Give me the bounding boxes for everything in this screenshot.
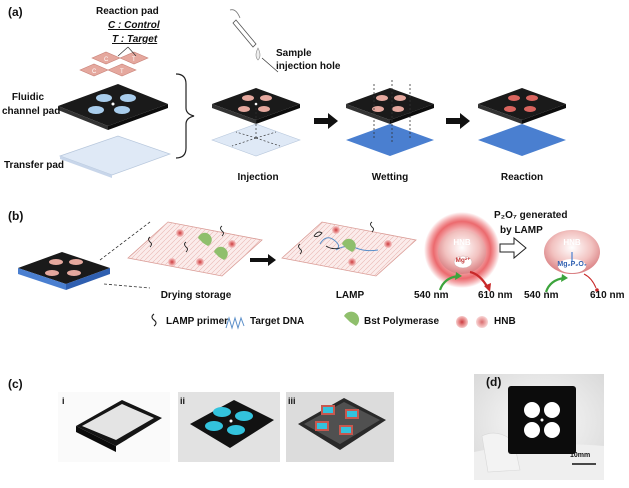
legend-hnb: HNB: [494, 316, 516, 327]
well-label-t1: T: [132, 57, 136, 63]
reaction-device: [478, 88, 566, 156]
step-wetting: Wetting: [371, 172, 409, 183]
sample-label-2: injection hole: [276, 61, 341, 72]
panel-label-b: (b): [8, 209, 24, 223]
transfer-pad-label: Transfer pad: [4, 160, 65, 171]
scale-label: 10mm: [570, 452, 591, 459]
photo-c-iii: [286, 392, 394, 462]
stacked-device-b: [18, 252, 110, 290]
mg-ion-label: Mg²⁺: [455, 257, 471, 264]
photo-c-ii: [178, 392, 280, 462]
well-label-c1: C: [104, 57, 109, 63]
step-reaction: Reaction: [500, 172, 544, 183]
control-legend: C : Control: [108, 20, 160, 31]
photo-label-ii: ii: [180, 396, 186, 406]
hnb-label-2: HNB: [563, 238, 581, 247]
lamp-primer-icon: [151, 313, 157, 327]
sample-label-1: Sample: [276, 48, 312, 59]
brace: [175, 73, 195, 159]
arrow-right-icon: [446, 113, 470, 129]
drying-storage-label: Drying storage: [160, 290, 232, 301]
fluidic-label-1: Fluidic: [11, 92, 45, 103]
hnb-icon-2: [476, 316, 488, 328]
photo-label-i: i: [62, 396, 65, 406]
well-label-c2: C: [92, 69, 97, 75]
by-lamp-label: by LAMP: [500, 225, 543, 236]
arrow-right-icon: [314, 113, 338, 129]
panel-label-d: (d): [486, 375, 502, 389]
dropper-icon: [229, 9, 261, 61]
mg-pyro-label: Mg₂P₂O₇: [557, 261, 587, 268]
legend-bst: Bst Polymerase: [364, 316, 440, 327]
panel-label-c: (c): [8, 377, 23, 391]
hnb-glow: [424, 212, 500, 292]
fluidic-label-2: channel pad: [2, 106, 61, 117]
photo-label-iii: iii: [288, 396, 296, 406]
nm610-label-1: 610 nm: [478, 290, 513, 301]
panel-label-a: (a): [8, 5, 23, 19]
lamp-label: LAMP: [335, 290, 365, 301]
bst-polymerase-icon: [344, 311, 360, 326]
hnb-after: [544, 230, 600, 293]
reaction-pad-label: Reaction pad: [96, 6, 159, 17]
reaction-pad-squares: C T C T: [79, 51, 149, 77]
photo-c-i: [58, 392, 170, 462]
injection-device: [211, 88, 301, 157]
well-label-t2: T: [120, 69, 124, 75]
target-legend: T : Target: [112, 34, 158, 45]
hnb-icon: [456, 316, 468, 328]
nm610-label-2: 610 nm: [590, 290, 625, 301]
target-dna-icon: [225, 316, 245, 330]
hnb-label-1: HNB: [453, 238, 471, 247]
arrow-right-icon: [250, 254, 276, 266]
step-injection: Injection: [237, 172, 279, 183]
nm540-label-2: 540 nm: [524, 290, 559, 301]
nm540-label-1: 540 nm: [414, 290, 449, 301]
legend-primer: LAMP primer: [166, 316, 229, 327]
p2o7-label: P₂O₇ generated: [494, 210, 568, 221]
drying-storage-pad: [127, 221, 263, 277]
hollow-arrow-right-icon: [499, 236, 527, 260]
legend-target-dna: Target DNA: [250, 316, 305, 327]
wetting-device: [346, 80, 434, 156]
fluidic-channel-pad: [58, 84, 168, 130]
lamp-pad: [281, 221, 417, 277]
transfer-pad: [58, 135, 172, 178]
photo-d: [474, 374, 604, 480]
